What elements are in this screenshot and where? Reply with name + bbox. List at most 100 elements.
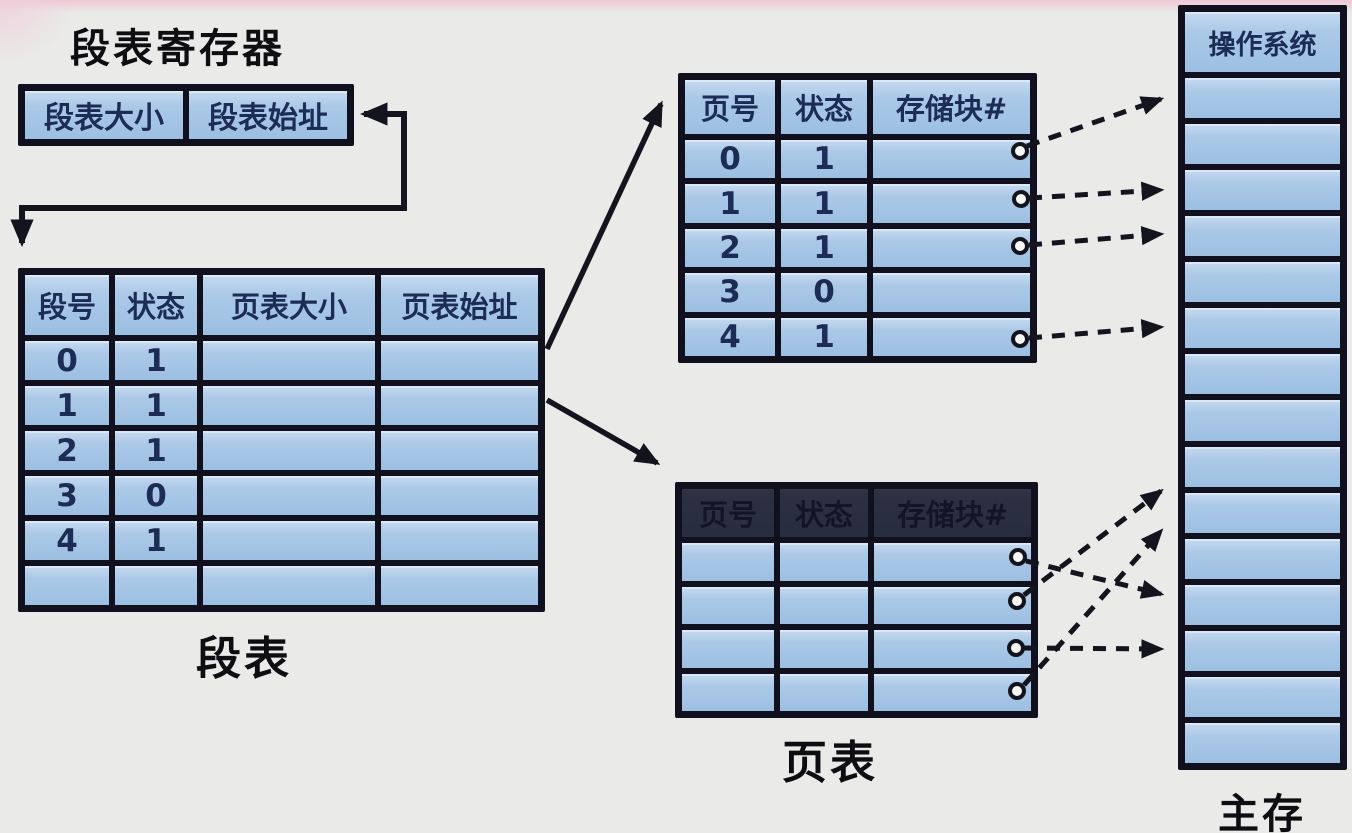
pagetable-bottom-r3-pageno <box>682 673 774 711</box>
register-title: 段表寄存器 <box>70 26 285 72</box>
segment-cell-r1-ptsize <box>203 386 375 425</box>
segment-header-ptsize: 页表大小 <box>203 275 375 335</box>
segment-cell-r0-ptsize <box>203 341 375 380</box>
memory-row-7 <box>1185 354 1340 395</box>
pagetable-top-r3-status: 0 <box>781 273 867 312</box>
segment-cell-r3-segno: 3 <box>25 476 109 515</box>
pagetable-bottom-header-status: 状态 <box>780 489 868 537</box>
pagetable-bottom-r3-status <box>780 673 868 711</box>
pagetable-top-r0-block <box>873 140 1030 179</box>
pagetable-bottom-r0-block <box>874 543 1031 581</box>
pt-bottom-row2-to-memory-arrow <box>1022 488 1164 597</box>
segment-cell-r1-ptbase <box>381 386 538 425</box>
pt-top-page1-to-memory-arrow <box>1028 181 1165 201</box>
segment-cell-r0-status: 1 <box>115 341 197 380</box>
segment1-to-pagetable-bottom-arrow <box>545 397 661 466</box>
memory-row-3 <box>1185 170 1340 211</box>
pagetable-top-r2-block <box>873 228 1030 268</box>
page-table-bottom: 页号 状态 存储块# <box>675 482 1038 718</box>
pt-top-page2-to-memory-arrow <box>1028 225 1165 248</box>
pagetable-bottom-header-pageno: 页号 <box>682 489 774 537</box>
pagetable-bottom-r0-status <box>780 543 868 581</box>
segment0-to-pagetable-top-arrow <box>544 100 664 351</box>
pagetable-bottom-r1-pageno <box>682 586 774 624</box>
pagetable-top-r4-pageno: 4 <box>685 317 775 356</box>
pt-top-page4-to-memory-arrow <box>1028 318 1165 341</box>
pagetable-top-header-pageno: 页号 <box>685 80 775 134</box>
segment-table-register: 段表大小 段表始址 <box>18 84 354 146</box>
top-pink-strip <box>0 0 1352 13</box>
memory-row-os: 操作系统 <box>1185 12 1340 72</box>
memory-row-4 <box>1185 216 1340 257</box>
memory-row-13 <box>1185 630 1340 671</box>
main-memory-label: 主存 <box>1218 790 1306 833</box>
pagetable-bottom-r1-block <box>874 586 1031 624</box>
memory-row-14 <box>1185 676 1340 717</box>
pagetable-bottom-r3-block <box>874 673 1031 711</box>
segment-cell-r0-ptbase <box>381 341 538 380</box>
pagetable-top-r2-status: 1 <box>781 228 867 268</box>
memory-row-15 <box>1185 722 1340 763</box>
segment-cell-r3-ptbase <box>381 476 538 515</box>
pagetable-bottom-r2-block <box>874 630 1031 668</box>
pagetable-bottom-r2-status <box>780 630 868 668</box>
memory-row-9 <box>1185 446 1340 487</box>
page-table-label: 页表 <box>782 736 879 789</box>
memory-row-2 <box>1185 124 1340 165</box>
segment-cell-r3-status: 0 <box>115 476 197 515</box>
segment-table-label: 段表 <box>196 632 293 685</box>
pagetable-top-r4-block <box>873 317 1030 356</box>
segment-cell-r2-segno: 2 <box>25 431 109 470</box>
segment-cell-r0-segno: 0 <box>25 341 109 380</box>
segment-cell-r2-ptsize <box>203 431 375 470</box>
register-cell-table-size: 段表大小 <box>25 91 183 139</box>
pagetable-top-r2-pageno: 2 <box>685 228 775 268</box>
segment-cell-r4-segno: 4 <box>25 521 109 560</box>
segment-header-status: 状态 <box>115 275 197 335</box>
segment-cell-r1-segno: 1 <box>25 386 109 425</box>
segment-cell-r5-ptsize <box>203 566 375 605</box>
segment-table: 段号 状态 页表大小 页表始址 0 1 1 1 2 1 3 0 4 1 <box>18 268 545 612</box>
register-cell-table-base: 段表始址 <box>189 91 347 139</box>
top-left-pink-corner <box>0 0 70 60</box>
segment-cell-r1-status: 1 <box>115 386 197 425</box>
memory-row-12 <box>1185 584 1340 625</box>
pagetable-top-r0-status: 1 <box>781 140 867 179</box>
memory-row-8 <box>1185 400 1340 441</box>
memory-row-10 <box>1185 492 1340 533</box>
pagetable-top-r3-block <box>873 273 1030 312</box>
pagetable-top-r1-block <box>873 184 1030 223</box>
pagetable-top-r1-pageno: 1 <box>685 184 775 223</box>
pagetable-top-r3-pageno: 3 <box>685 273 775 312</box>
segment-cell-r3-ptsize <box>203 476 375 515</box>
pagetable-top-header-status: 状态 <box>781 80 867 134</box>
pagetable-bottom-r0-pageno <box>682 543 774 581</box>
pagetable-bottom-header-block: 存储块# <box>874 489 1031 537</box>
page-table-top: 页号 状态 存储块# 0 1 1 1 2 1 3 0 4 1 <box>678 73 1037 363</box>
segment-header-segno: 段号 <box>25 275 109 335</box>
pagetable-top-r1-status: 1 <box>781 184 867 223</box>
memory-row-1 <box>1185 78 1340 119</box>
pagetable-top-header-block: 存储块# <box>873 80 1030 134</box>
pt-bottom-row3-to-memory-arrow <box>1023 639 1165 659</box>
pt-bottom-row1-to-memory-arrow <box>1025 558 1165 599</box>
memory-row-11 <box>1185 538 1340 579</box>
pagetable-top-r0-pageno: 0 <box>685 140 775 179</box>
pagetable-bottom-r1-status <box>780 586 868 624</box>
pt-top-page0-to-memory-arrow <box>1026 96 1165 149</box>
pt-bottom-row4-to-memory-arrow <box>1022 528 1164 687</box>
segment-cell-r4-ptsize <box>203 521 375 560</box>
segment-cell-r4-status: 1 <box>115 521 197 560</box>
memory-row-6 <box>1185 308 1340 349</box>
segment-cell-r5-ptbase <box>381 566 538 605</box>
segment-cell-r4-ptbase <box>381 521 538 560</box>
segment-cell-r5-segno <box>25 566 109 605</box>
memory-row-5 <box>1185 262 1340 303</box>
segment-header-ptbase: 页表始址 <box>381 275 538 335</box>
pagetable-top-r4-status: 1 <box>781 317 867 356</box>
pagetable-bottom-r2-pageno <box>682 630 774 668</box>
segment-cell-r2-status: 1 <box>115 431 197 470</box>
main-memory: 操作系统 <box>1178 5 1347 770</box>
segment-cell-r2-ptbase <box>381 431 538 470</box>
